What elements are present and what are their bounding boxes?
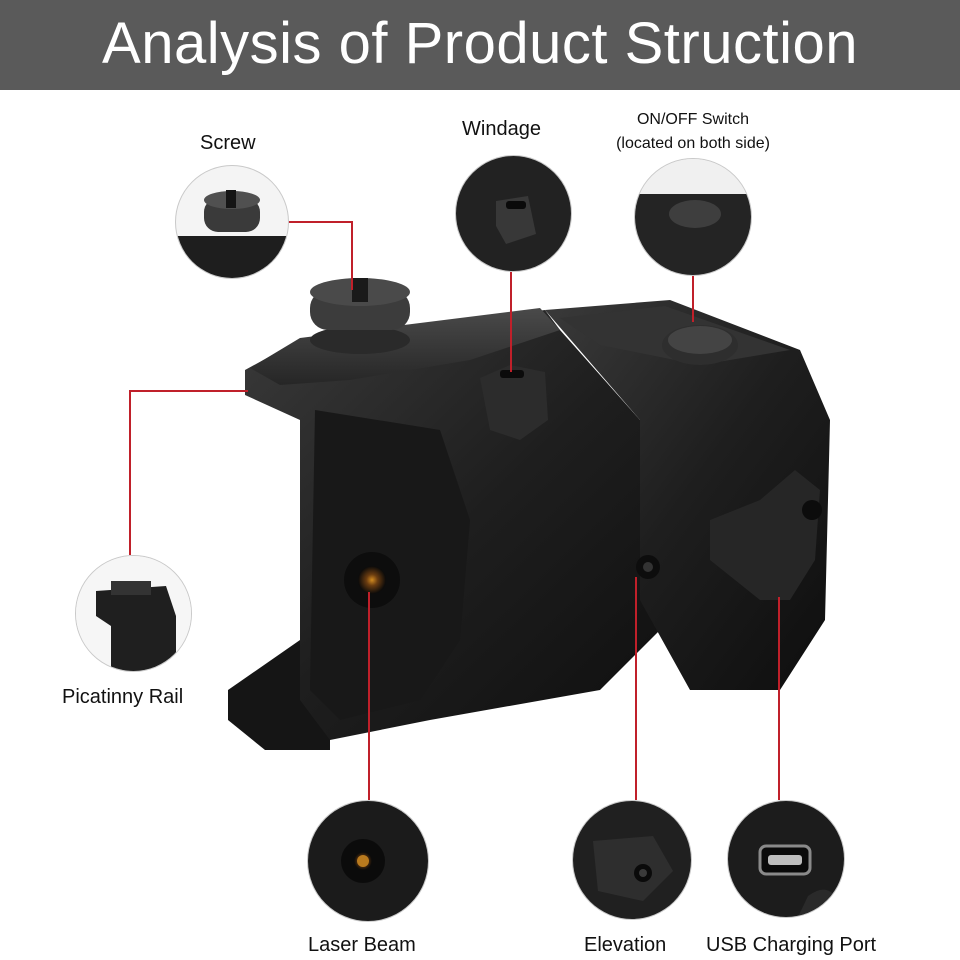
switch-detail-circle xyxy=(634,158,752,276)
laser-detail-circle xyxy=(307,800,429,922)
rail-detail-circle xyxy=(75,555,192,672)
usb-detail-circle xyxy=(727,800,845,918)
laser-label: Laser Beam xyxy=(308,934,416,956)
switch-label-line2: (located on both side) xyxy=(616,135,770,152)
windage-label: Windage xyxy=(462,118,541,140)
laser-body-top xyxy=(250,308,560,385)
elevation-detail-circle xyxy=(572,800,692,920)
elevation-label: Elevation xyxy=(584,934,667,956)
leader-rail xyxy=(129,390,248,555)
rail-label: Picatinny Rail xyxy=(62,686,184,708)
screw-label: Screw xyxy=(200,132,256,154)
switch-label-line1: ON/OFF Switch xyxy=(636,111,749,128)
leader-screw xyxy=(285,221,353,290)
usb-label: USB Charging Port xyxy=(706,934,877,956)
windage-detail-circle xyxy=(455,155,572,272)
page-title: Analysis of Product Struction xyxy=(102,11,858,76)
screw-detail-circle xyxy=(175,165,289,279)
leader-lines xyxy=(129,221,780,800)
usb-cover xyxy=(710,470,820,600)
windage-knob-shape xyxy=(480,365,548,440)
title-banner: Analysis of Product Struction xyxy=(0,0,960,90)
